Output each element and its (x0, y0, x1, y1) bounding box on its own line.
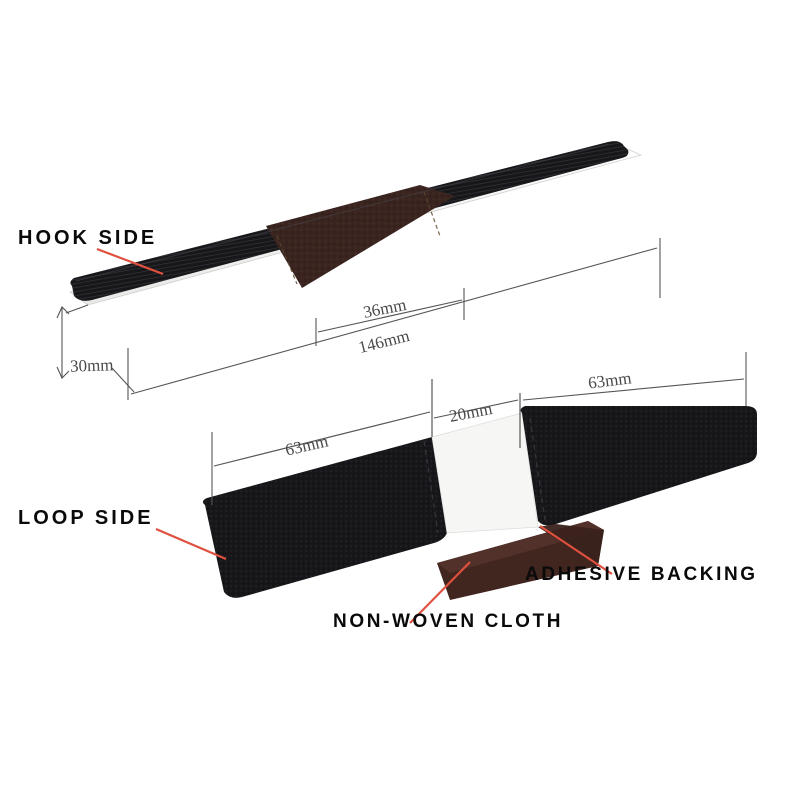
lower-dimension-lines (211, 352, 747, 505)
callout-hook-side: HOOK SIDE (18, 227, 158, 249)
callout-loop-side: LOOP SIDE (18, 507, 154, 529)
upper-strap-group (69, 141, 643, 306)
dimension-146mm: 146mm (356, 325, 412, 358)
dim-30mm-arrow-bottom (56, 366, 70, 379)
leader-hook-side (96, 247, 164, 276)
dimension-63mm-right: 63mm (587, 368, 633, 393)
lower-strap-left-segment (202, 437, 447, 598)
dimension-63mm-left: 63mm (283, 431, 331, 460)
right-segment-underedge (538, 524, 604, 566)
upper-strap-top (70, 141, 629, 301)
upper-dimension-lines (56, 238, 661, 400)
patch-stitch-right (423, 191, 441, 237)
dimension-36mm: 36mm (361, 295, 408, 322)
adhesive-panel (431, 412, 539, 534)
dim-30mm-arrow-top (56, 306, 70, 319)
dim-63mm-right-line (522, 378, 745, 401)
dim-30mm-ext-bottom (111, 367, 135, 393)
patch-stitch-left (276, 235, 298, 285)
leader-loop-side (155, 527, 227, 561)
dimension-20mm: 20mm (447, 399, 494, 426)
dim-146mm-line (130, 247, 658, 395)
dim-30mm-ext-top (65, 304, 89, 314)
right-segment-stitch (529, 417, 546, 521)
upper-strap-edge (69, 146, 643, 306)
left-segment-stitch (423, 440, 439, 534)
lower-strap-right-segment (520, 406, 757, 526)
callout-adhesive-backing: ADHESIVE BACKING (525, 564, 758, 585)
lower-strap-cloth (437, 521, 604, 600)
upper-strap-patch (266, 185, 455, 288)
callout-non-woven-cloth: NON-WOVEN CLOTH (333, 611, 564, 632)
dimension-30mm: 30mm (69, 355, 114, 376)
